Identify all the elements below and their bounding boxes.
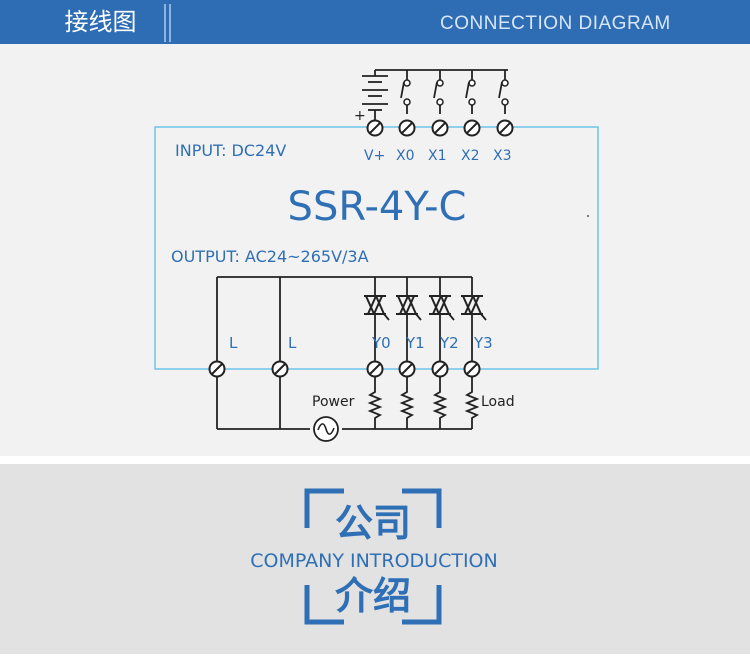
bracket-top-right — [402, 488, 442, 528]
terminal-label-l2: L — [288, 334, 297, 352]
ac-power-source — [313, 416, 339, 442]
company-intro-graphic: 公司 COMPANY INTRODUCTION 介绍 — [250, 488, 498, 625]
load-resistor — [401, 387, 413, 421]
input-spec-label: INPUT: DC24V — [175, 141, 286, 160]
company-intro-subtitle: COMPANY INTRODUCTION — [250, 550, 497, 572]
company-title-bottom: 介绍 — [335, 574, 411, 618]
terminal-label-x0: X0 — [396, 148, 415, 164]
load-resistor — [434, 387, 446, 421]
power-label: Power — [312, 394, 355, 410]
model-name: SSR-4Y-C — [288, 184, 467, 230]
stray-dot — [587, 215, 589, 217]
input-terminal-screw — [496, 119, 514, 137]
wiring-diagram-panel: + V+ X0 X1 X2 X3 INPUT: DC24V SSR-4Y-C O… — [0, 44, 750, 456]
bracket-top-left — [304, 488, 344, 528]
load-resistor — [369, 387, 381, 421]
input-switch — [400, 69, 411, 115]
load-resistor — [466, 387, 478, 421]
terminal-label-x1: X1 — [428, 148, 447, 164]
load-label: Load — [481, 394, 515, 410]
input-terminal-screw — [366, 119, 384, 137]
input-switch — [465, 69, 476, 115]
bracket-bottom-left — [304, 585, 344, 625]
terminal-label-y0: Y0 — [371, 334, 391, 352]
header-divider — [164, 4, 166, 42]
input-terminal-screw — [398, 119, 416, 137]
output-terminal-screw — [208, 360, 226, 378]
output-terminal-screw — [431, 360, 449, 378]
output-spec-label: OUTPUT: AC24~265V/3A — [171, 247, 369, 266]
output-terminal-screw — [398, 360, 416, 378]
triac-symbol — [460, 295, 487, 321]
output-terminal-screw — [271, 360, 289, 378]
input-terminal-screw — [431, 119, 449, 137]
triac-symbol — [363, 295, 390, 321]
header-title: 接线图 — [64, 8, 137, 36]
company-title-top: 公司 — [335, 501, 411, 545]
section-gap — [0, 456, 750, 464]
output-terminal-screw — [463, 360, 481, 378]
polarity-label: + — [354, 108, 366, 124]
output-terminal-screw — [366, 360, 384, 378]
terminal-label-y3: Y3 — [473, 334, 493, 352]
terminal-label-vplus: V+ — [364, 148, 385, 164]
terminal-label-y1: Y1 — [405, 334, 425, 352]
terminal-label-y2: Y2 — [439, 334, 459, 352]
terminal-label-x3: X3 — [493, 148, 512, 164]
bracket-bottom-right — [402, 585, 442, 625]
output-circuit — [216, 276, 473, 430]
header-divider — [169, 4, 171, 42]
input-switch — [433, 69, 444, 115]
header-subtitle: CONNECTION DIAGRAM — [440, 13, 671, 34]
wiring-diagram: + V+ X0 X1 X2 X3 INPUT: DC24V SSR-4Y-C O… — [154, 69, 599, 442]
header-bar: 接线图 CONNECTION DIAGRAM — [0, 0, 750, 44]
triac-symbol — [428, 295, 455, 321]
input-switch — [498, 69, 509, 115]
terminal-label-l1: L — [229, 334, 238, 352]
triac-symbol — [395, 295, 422, 321]
terminal-label-x2: X2 — [461, 148, 480, 164]
company-intro-banner: 公司 COMPANY INTRODUCTION 介绍 — [0, 464, 750, 654]
input-terminal-screw — [463, 119, 481, 137]
